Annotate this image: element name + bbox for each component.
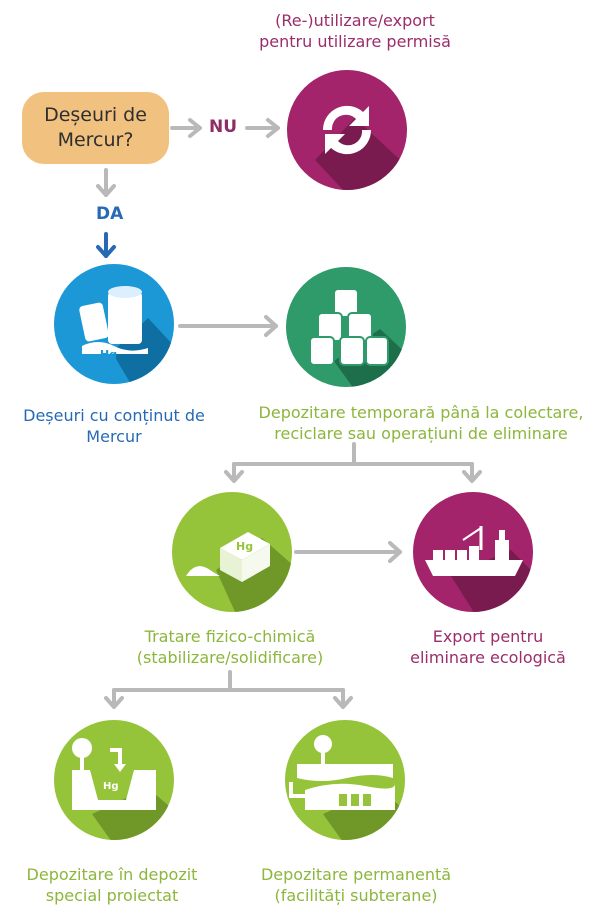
landfill-label-line-2: special proiectat [45,886,179,905]
arrow-waste-to-storage [178,315,278,337]
hg-block-icon: Hg [172,492,292,612]
treatment-label: Tratare fizico-chimică (stabilizare/soli… [118,626,342,668]
storage-label: Depozitare temporară până la colectare, … [245,402,597,444]
question-line-1: Deșeuri de [44,104,147,126]
arrow-question-to-no [170,118,202,138]
barrels-icon [286,267,406,387]
mercury-waste-label-line-2: Mercur [86,427,142,446]
underground-label-line-2: (facilități subterane) [274,886,438,905]
landfill-label-line-1: Depozitare în depozit [26,865,198,884]
treatment-label-line-1: Tratare fizico-chimică [144,627,316,646]
storage-label-line-1: Depozitare temporară până la colectare, [258,403,584,422]
mercury-waste-label: Deșeuri cu conținut de Mercur [12,405,216,447]
arrow-treatment-to-export [294,541,402,563]
landfill-label: Depozitare în depozit special proiectat [8,864,216,905]
underground-storage-icon [285,720,405,840]
export-label-line-1: Export pentru [432,627,544,646]
underground-label: Depozitare permanentă (facilități subter… [246,864,466,905]
arrow-question-to-yes [96,168,116,197]
reuse-label: (Re-)utilizare/export pentru utilizare p… [255,10,455,52]
export-label-line-2: eliminare ecologică [410,648,566,667]
treatment-label-line-2: (stabilizare/solidificare) [136,648,324,667]
landfill-hg-symbol: Hg [103,781,119,792]
reuse-label-line-1: (Re-)utilizare/export [275,11,435,30]
storage-label-line-2: reciclare sau operațiuni de eliminare [274,424,568,443]
question-box: Deșeuri de Mercur? [22,92,169,164]
mercury-containers-icon: Hg [54,264,174,384]
mercury-waste-label-line-1: Deșeuri cu conținut de [23,406,205,425]
no-label: NU [209,117,238,137]
arrow-storage-split [224,442,482,483]
mercury-symbol: Hg [100,348,117,361]
underground-label-line-1: Depozitare permanentă [260,865,452,884]
arrow-no-to-reuse [245,118,280,138]
recycle-arrows-icon [287,70,407,190]
arrow-treatment-split [104,670,353,709]
landfill-icon: Hg [54,720,174,840]
export-label: Export pentru eliminare ecologică [398,626,578,668]
question-line-2: Mercur? [57,129,134,151]
reuse-label-line-2: pentru utilizare permisă [259,32,451,51]
arrow-yes-to-waste [96,232,116,258]
cargo-ship-icon [413,492,533,612]
yes-label: DA [96,204,124,224]
block-hg-symbol: Hg [236,540,253,553]
